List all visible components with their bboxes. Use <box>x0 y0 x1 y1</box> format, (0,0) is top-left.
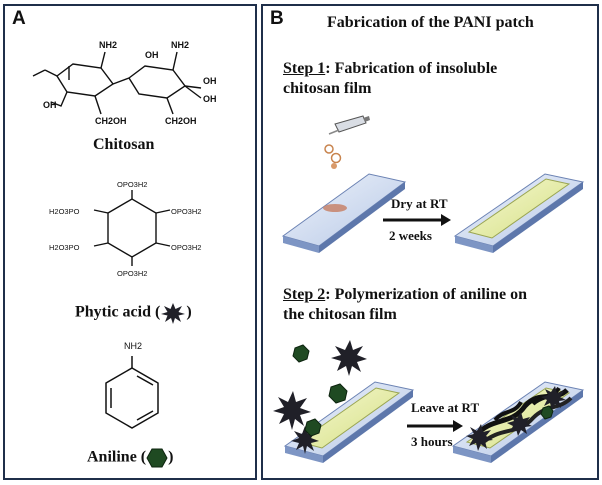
phytic-acid-structure: OPO3H2 H2O3PO OPO3H2 H2O3PO OPO3H2 OPO3H… <box>49 180 201 278</box>
chitosan-oh-2: OH <box>43 100 57 110</box>
chitosan-ch2oh-1: CH2OH <box>95 116 127 126</box>
panel-b: B Fabrication of the PANI patch Step 1: … <box>261 4 599 480</box>
phytic-acid-close: ) <box>186 303 192 321</box>
step1-heading: Step 1 <box>283 60 326 77</box>
chitosan-nh2-2: NH2 <box>171 40 189 50</box>
step2-arrow-top: Leave at RT <box>411 400 480 415</box>
phytic-group-bottom: OPO3H2 <box>117 269 147 278</box>
aniline-close: ) <box>168 448 174 466</box>
phytic-acid-name: Phytic acid () <box>75 302 192 324</box>
step1-text-line2: chitosan film <box>283 80 372 97</box>
panel-a-label: A <box>12 8 26 29</box>
step1-text-1: : Fabrication of insoluble <box>325 60 498 77</box>
phytic-group-ul: H2O3PO <box>49 207 80 216</box>
step2-text-1: : Polymerization of aniline on <box>325 286 527 303</box>
chitosan-structure: NH2 OH OH CH2OH NH2 OH OH CH2OH <box>32 40 217 126</box>
aniline-name: Aniline () <box>87 448 173 468</box>
phytic-group-ur: OPO3H2 <box>171 207 201 216</box>
chitosan-oh-1: OH <box>145 50 159 60</box>
phytic-group-lr: OPO3H2 <box>171 243 201 252</box>
step2-illustration <box>273 340 585 463</box>
chitosan-nh2-1: NH2 <box>99 40 117 50</box>
glass-slide-film <box>453 173 585 253</box>
step1-arrow-top: Dry at RT <box>391 196 448 211</box>
aniline-structure: NH2 <box>105 341 159 429</box>
phytic-group-ll: H2O3PO <box>49 243 80 252</box>
phytic-acid-label: Phytic acid ( <box>75 303 161 321</box>
glass-slide-left <box>281 173 407 253</box>
aniline-label: Aniline ( <box>87 448 147 466</box>
step1-text: Step 1: Fabrication of insoluble <box>283 60 497 78</box>
step2-text: Step 2: Polymerization of aniline on <box>283 286 527 304</box>
aniline-hexagon-icon <box>146 448 168 468</box>
phytic-stars-right <box>466 386 566 451</box>
syringe-icon <box>324 115 370 169</box>
chitosan-oh-3: OH <box>203 76 217 86</box>
step2-heading: Step 2 <box>283 286 326 303</box>
aniline-nh2: NH2 <box>124 341 142 351</box>
step1-arrow-bottom: 2 weeks <box>389 228 432 243</box>
chitosan-ch2oh-2: CH2OH <box>165 116 197 126</box>
phytic-star-icon <box>161 303 186 324</box>
aniline-hexagons-left <box>292 344 348 437</box>
chitosan-name: Chitosan <box>93 136 155 153</box>
step1-illustration <box>281 115 585 253</box>
phytic-group-top: OPO3H2 <box>117 180 147 189</box>
panel-a: A NH2 OH OH CH2OH NH2 OH OH <box>3 4 257 480</box>
panel-b-title: Fabrication of the PANI patch <box>327 14 534 31</box>
panel-b-label: B <box>270 8 284 29</box>
step2-arrow-bottom: 3 hours <box>411 434 453 449</box>
glass-slide-reaction <box>283 381 415 463</box>
chitosan-oh-4: OH <box>203 94 217 104</box>
step2-text-line2: the chitosan film <box>283 306 397 323</box>
